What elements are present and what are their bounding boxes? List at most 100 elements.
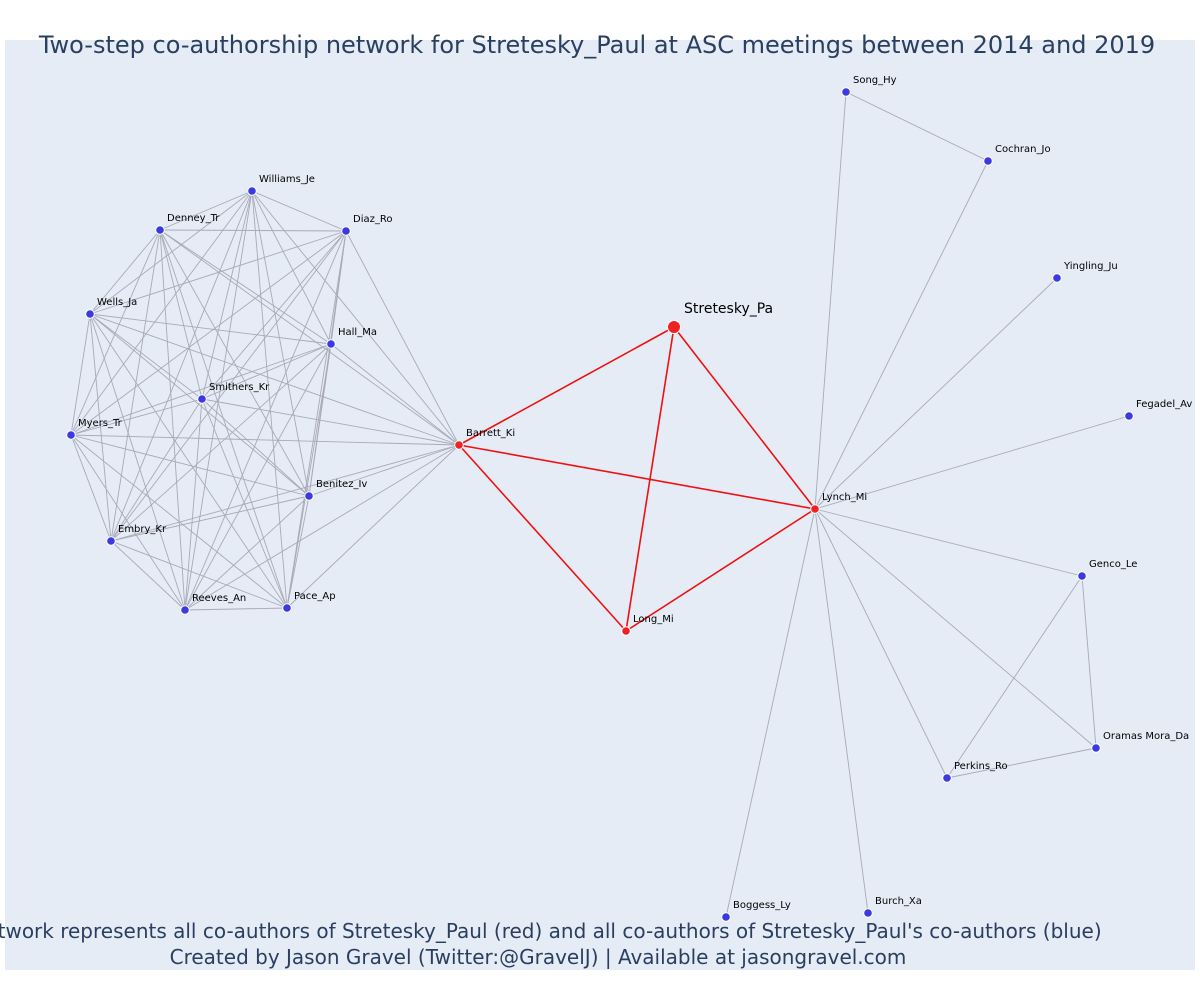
- grey-edge: [251, 190, 460, 446]
- node-genco-le[interactable]: [1077, 571, 1087, 581]
- node-oramas-mora-da[interactable]: [1091, 743, 1101, 753]
- chart-title: Two-step co-authorship network for Stret…: [38, 31, 1155, 59]
- red-edge: [458, 444, 627, 632]
- grey-edge: [110, 190, 253, 542]
- node-reeves-an[interactable]: [180, 605, 190, 615]
- node-benitez-iv[interactable]: [304, 491, 314, 501]
- grey-edge: [286, 230, 347, 609]
- grey-edge: [70, 434, 460, 446]
- grey-edge: [89, 313, 203, 400]
- plot-background: [5, 40, 1195, 970]
- grey-edge: [89, 313, 310, 497]
- node-label-lynch-mi: Lynch_Mi: [822, 492, 867, 503]
- node-label-williams-je: Williams_Je: [259, 174, 315, 185]
- node-song-hy[interactable]: [841, 87, 851, 97]
- grey-edge: [201, 190, 253, 400]
- grey-edge: [110, 444, 460, 542]
- grey-edge: [201, 398, 460, 446]
- grey-edge: [184, 398, 203, 611]
- grey-edge: [184, 495, 310, 611]
- grey-edge: [89, 190, 253, 315]
- grey-edge: [89, 313, 112, 542]
- grey-edge: [814, 277, 1058, 510]
- grey-edge: [159, 229, 203, 400]
- grey-edge-layer: [70, 91, 1130, 918]
- node-wells-ja[interactable]: [85, 309, 95, 319]
- grey-edge: [201, 398, 310, 497]
- grey-edge: [110, 229, 161, 542]
- grey-edge: [159, 229, 347, 232]
- node-barrett-ki[interactable]: [454, 440, 464, 450]
- red-edge: [458, 326, 675, 446]
- grey-edge: [70, 313, 91, 436]
- node-pace-ap[interactable]: [282, 603, 292, 613]
- node-cochran-jo[interactable]: [983, 156, 993, 166]
- grey-edge: [89, 313, 460, 446]
- grey-edge: [110, 343, 332, 542]
- grey-edge: [70, 434, 186, 611]
- grey-edge: [184, 230, 347, 611]
- node-denney-tr[interactable]: [155, 225, 165, 235]
- grey-edge: [184, 444, 460, 611]
- grey-edge: [251, 190, 347, 232]
- grey-edge: [814, 508, 1083, 577]
- grey-edge: [184, 343, 332, 611]
- grey-edge: [308, 343, 332, 497]
- grey-edge: [70, 190, 253, 436]
- red-edge: [673, 326, 816, 510]
- node-label-genco-le: Genco_Le: [1089, 559, 1137, 570]
- node-layer: [66, 87, 1134, 922]
- node-stretesky-pa[interactable]: [667, 320, 681, 334]
- grey-edge: [184, 190, 253, 611]
- node-label-barrett-ki: Barrett_Ki: [466, 428, 515, 439]
- node-lynch-mi[interactable]: [810, 504, 820, 514]
- grey-edge: [159, 229, 310, 497]
- grey-edge: [70, 434, 112, 542]
- grey-edge: [814, 508, 948, 779]
- grey-edge: [814, 415, 1130, 510]
- grey-edge: [201, 343, 332, 400]
- node-label-embry-kr: Embry_Kr: [118, 524, 167, 535]
- grey-edge: [184, 607, 288, 611]
- grey-edge: [159, 229, 460, 446]
- grey-edge: [251, 190, 310, 497]
- node-yingling-ju[interactable]: [1052, 273, 1062, 283]
- node-label-pace-ap: Pace_Ap: [294, 591, 336, 602]
- node-label-burch-xa: Burch_Xa: [875, 896, 922, 907]
- grey-edge: [89, 230, 347, 315]
- grey-edge: [946, 747, 1097, 779]
- grey-edge: [70, 398, 203, 436]
- node-perkins-ro[interactable]: [942, 773, 952, 783]
- grey-edge: [70, 343, 332, 436]
- node-boggess-ly[interactable]: [721, 912, 731, 922]
- grey-edge: [159, 229, 332, 345]
- node-fegadel-av[interactable]: [1124, 411, 1134, 421]
- node-label-fegadel-av: Fegadel_Av: [1136, 399, 1192, 410]
- node-label-hall-ma: Hall_Ma: [338, 327, 377, 338]
- node-label-smithers-kr: Smithers_Kr: [209, 382, 270, 393]
- grey-edge: [201, 398, 288, 609]
- node-label-benitez-iv: Benitez_Iv: [316, 479, 367, 490]
- node-label-myers-tr: Myers_Tr: [78, 418, 123, 429]
- node-diaz-ro[interactable]: [341, 226, 351, 236]
- grey-edge: [70, 229, 161, 436]
- node-hall-ma[interactable]: [326, 339, 336, 349]
- grey-edge: [330, 343, 460, 446]
- caption-line-2: Created by Jason Gravel (Twitter:@Gravel…: [170, 945, 907, 969]
- grey-edge: [308, 444, 460, 497]
- grey-edge: [814, 160, 989, 510]
- grey-edge: [70, 434, 310, 497]
- node-label-yingling-ju: Yingling_Ju: [1063, 261, 1118, 272]
- node-label-stretesky-pa: Stretesky_Pa: [684, 301, 773, 317]
- grey-edge: [345, 230, 460, 446]
- node-embry-kr[interactable]: [106, 536, 116, 546]
- node-smithers-kr[interactable]: [197, 394, 207, 404]
- node-myers-tr[interactable]: [66, 430, 76, 440]
- grey-edge: [286, 444, 460, 609]
- red-edge: [625, 508, 816, 632]
- grey-edge: [110, 230, 347, 542]
- node-burch-xa[interactable]: [863, 908, 873, 918]
- node-long-mi[interactable]: [621, 626, 631, 636]
- node-williams-je[interactable]: [247, 186, 257, 196]
